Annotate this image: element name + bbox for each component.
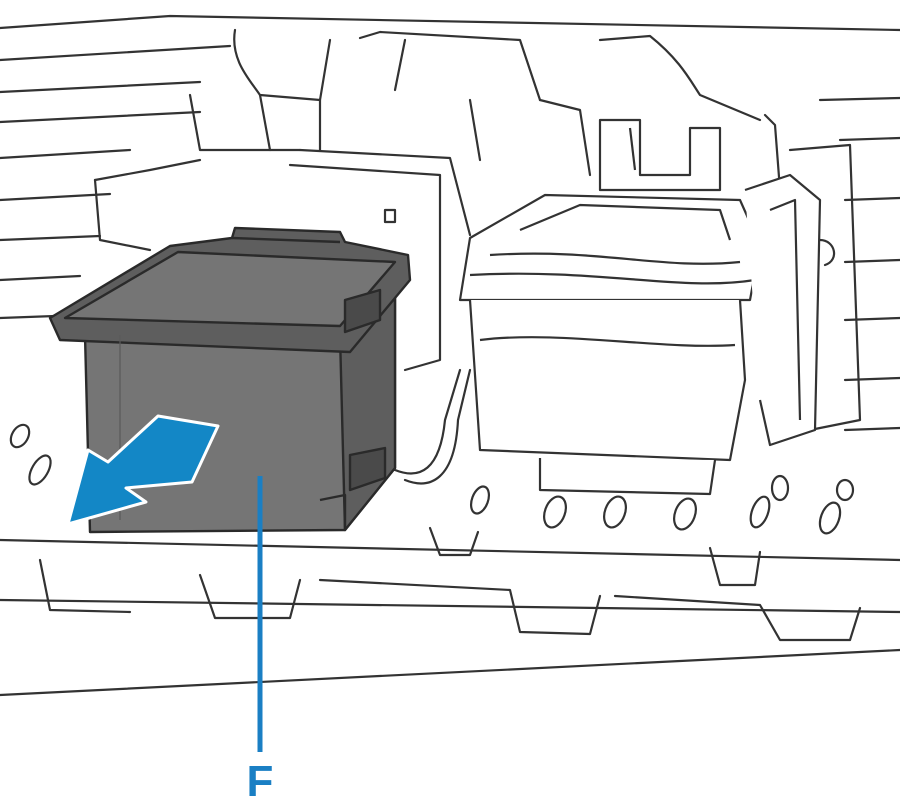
callout-label-f: F [246,757,274,806]
installed-cartridge-right [458,118,822,496]
printer-interior [0,14,900,697]
arrow-removal-icon [66,414,220,526]
